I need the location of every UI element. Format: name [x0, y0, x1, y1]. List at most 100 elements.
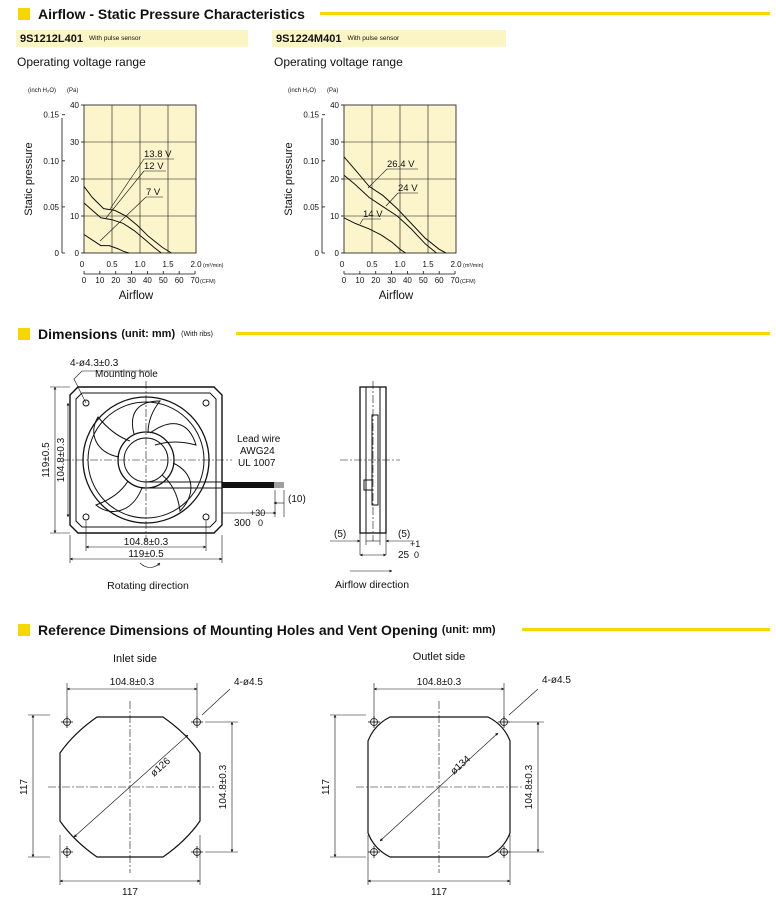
inlet-outer-h: 117: [122, 887, 138, 898]
wire-strip: (10): [288, 494, 306, 505]
outlet-title: Outlet side: [413, 651, 466, 663]
m3-tick-label: 1.0: [134, 260, 146, 269]
wire-length: 300: [234, 518, 251, 529]
pa-tick-label: 30: [70, 138, 79, 147]
outlet-outer-v: 117: [321, 779, 332, 795]
dimension-drawing: 4-ø4.3±0.3 Mounting hole Lead wire AWG24…: [41, 358, 420, 592]
cfm-tick-label: 70: [451, 276, 460, 285]
thickness-tol-minus: 0: [414, 550, 419, 560]
m3-tick-label: 2.0: [450, 260, 462, 269]
inch-tick-label: 0: [55, 249, 60, 258]
cfm-tick-label: 50: [419, 276, 428, 285]
inch-tick-label: 0.15: [303, 111, 319, 120]
series-line: [83, 234, 129, 254]
section-marker: [18, 624, 30, 636]
cfm-tick-label: 70: [191, 276, 200, 285]
thickness: 25: [398, 550, 410, 561]
airflow-section-header: Airflow - Static Pressure Characteristic…: [18, 5, 305, 23]
lead-wire: [222, 482, 284, 488]
section-rule: [320, 12, 770, 15]
inch-tick-label: 0: [315, 249, 320, 258]
series-line: [343, 156, 447, 254]
cfm-tick-label: 10: [355, 276, 364, 285]
curve-label: 26.4 V: [387, 159, 415, 170]
curve-label-leader: [109, 158, 145, 210]
outlet-drawing: Outlet side 104.8±0.3 4-ø4.5 ø134 117 10…: [321, 651, 571, 898]
inlet-pitch: 104.8±0.3: [110, 677, 155, 688]
y-axis-label: Static pressure: [283, 142, 295, 215]
outlet-hole: 4-ø4.5: [542, 675, 571, 686]
section-rule: [236, 332, 770, 335]
cfm-tick-label: 60: [175, 276, 184, 285]
m3-tick-label: 1.0: [394, 260, 406, 269]
inch-tick-label: 0.05: [43, 203, 59, 212]
width-outer: 119±0.5: [128, 549, 164, 560]
m3-tick-label: 1.5: [162, 260, 174, 269]
inlet-title: Inlet side: [113, 653, 157, 665]
series-line: [343, 217, 406, 254]
cfm-tick-label: 50: [159, 276, 168, 285]
curve-label: 7 V: [146, 187, 161, 198]
inlet-outer-v: 117: [19, 779, 30, 795]
cfm-unit: (CFM): [460, 279, 476, 285]
cfm-tick-label: 40: [403, 276, 412, 285]
lead-wire-label: Lead wire: [237, 434, 281, 445]
reference-section-header: Reference Dimensions of Mounting Holes a…: [18, 621, 496, 639]
outlet-pitch: 104.8±0.3: [417, 677, 462, 688]
section-marker: [18, 328, 30, 340]
m3-tick-label: 0: [80, 260, 85, 269]
series-line: [83, 202, 162, 254]
series-line: [343, 174, 437, 254]
airflow-direction: Airflow direction: [335, 579, 409, 591]
curve-label-leader: [385, 192, 399, 207]
m3-tick-label: 2.0: [190, 260, 202, 269]
curve-label: 13.8 V: [144, 149, 172, 160]
cfm-tick-label: 10: [95, 276, 104, 285]
curve-label: 12 V: [144, 161, 164, 172]
dimensions-section-header: Dimensions (unit: mm) (With ribs): [18, 325, 213, 343]
mounting-hole-dim: 4-ø4.3±0.3: [70, 358, 119, 369]
pa-tick-label: 30: [330, 138, 339, 147]
m3-tick-label: 0.5: [366, 260, 378, 269]
chart-subtitle-right: Operating voltage range: [274, 55, 403, 69]
rotating-direction: Rotating direction: [107, 580, 189, 592]
cfm-tick-label: 0: [342, 276, 347, 285]
lead-wire-standard: UL 1007: [238, 458, 276, 469]
inch-unit: (inch H₂O): [28, 88, 56, 94]
wire-length-tol-minus: 0: [258, 518, 263, 528]
inch-tick-label: 0.15: [43, 111, 59, 120]
cfm-tick-label: 20: [371, 276, 380, 285]
inch-unit: (inch H₂O): [288, 88, 316, 94]
lead-wire-gauge: AWG24: [240, 446, 275, 457]
height-pitch: 104.8±0.3: [56, 437, 67, 482]
curve-label-leader: [105, 170, 145, 219]
pa-unit: (Pa): [327, 88, 338, 94]
width-pitch: 104.8±0.3: [124, 537, 169, 548]
inch-tick-label: 0.05: [303, 203, 319, 212]
side-gap-left: (5): [334, 529, 346, 540]
section-marker: [18, 8, 30, 20]
cfm-tick-label: 60: [435, 276, 444, 285]
pa-tick-label: 40: [70, 101, 79, 110]
model-name: 9S1224M401: [276, 32, 342, 45]
pa-tick-label: 20: [330, 175, 339, 184]
m3-tick-label: 1.5: [422, 260, 434, 269]
y-axis-label: Static pressure: [23, 142, 35, 215]
cfm-tick-label: 30: [387, 276, 396, 285]
inlet-vpitch: 104.8±0.3: [218, 764, 229, 809]
mounting-hole-label: Mounting hole: [95, 369, 158, 380]
curve-label: 14 V: [363, 209, 383, 220]
wire-length-tol-plus: +30: [250, 508, 265, 518]
pa-tick-label: 40: [330, 101, 339, 110]
x-axis-label: Airflow: [119, 290, 154, 302]
cfm-unit: (CFM): [200, 279, 216, 285]
section-title: Airflow - Static Pressure Characteristic…: [38, 6, 305, 22]
m3-unit: (m³/min): [463, 263, 484, 269]
pa-tick-label: 10: [70, 212, 79, 221]
pa-tick-label: 20: [70, 175, 79, 184]
m3-unit: (m³/min): [203, 263, 224, 269]
model-bar-left: 9S1212L401 With pulse sensor: [16, 30, 248, 47]
inch-tick-label: 0.10: [43, 157, 59, 166]
